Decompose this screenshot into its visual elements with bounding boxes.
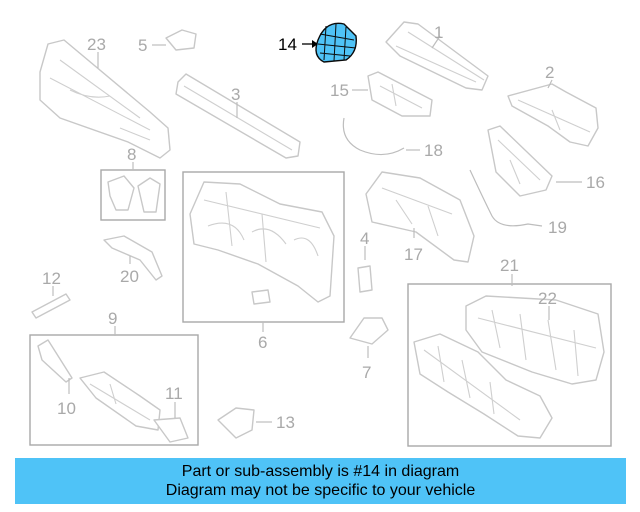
part-18: 18 bbox=[342, 117, 443, 160]
info-banner: Part or sub-assembly is #14 in diagram D… bbox=[15, 458, 626, 504]
callout-2[interactable]: 2 bbox=[545, 63, 554, 82]
callout-13[interactable]: 13 bbox=[276, 413, 295, 432]
callout-6[interactable]: 6 bbox=[258, 333, 267, 352]
part-4: 4 bbox=[357, 229, 373, 293]
callout-19[interactable]: 19 bbox=[548, 218, 567, 237]
part-11: 11 bbox=[165, 384, 183, 418]
part-20: 20 bbox=[103, 235, 163, 286]
part-1: 1 bbox=[385, 21, 489, 91]
callout-18[interactable]: 18 bbox=[424, 141, 443, 160]
callout-4[interactable]: 4 bbox=[360, 229, 369, 248]
part-23: 23 bbox=[39, 35, 171, 159]
callout-11[interactable]: 11 bbox=[165, 384, 183, 403]
part-16: 16 bbox=[487, 125, 605, 197]
part-21: 21 bbox=[407, 256, 612, 447]
part-22: 22 bbox=[538, 289, 557, 320]
part-6: 6 bbox=[182, 171, 345, 352]
callout-5[interactable]: 5 bbox=[138, 36, 147, 55]
callout-17[interactable]: 17 bbox=[404, 245, 423, 264]
callout-10[interactable]: 10 bbox=[57, 399, 76, 418]
callout-8[interactable]: 8 bbox=[127, 145, 136, 164]
part-10: 10 bbox=[57, 378, 76, 418]
part-7: 7 bbox=[349, 317, 389, 382]
part-17: 17 bbox=[365, 171, 475, 264]
part-12: 12 bbox=[31, 269, 71, 319]
part-2: 2 bbox=[507, 63, 599, 147]
part-5: 5 bbox=[138, 29, 197, 55]
callout-16[interactable]: 16 bbox=[586, 173, 605, 192]
callout-7[interactable]: 7 bbox=[362, 363, 371, 382]
callout-23[interactable]: 23 bbox=[87, 35, 106, 54]
banner-line-2: Diagram may not be specific to your vehi… bbox=[165, 482, 476, 499]
callout-12[interactable]: 12 bbox=[42, 269, 61, 288]
callout-3[interactable]: 3 bbox=[231, 85, 240, 104]
callout-21[interactable]: 21 bbox=[500, 256, 519, 275]
callout-9[interactable]: 9 bbox=[108, 309, 117, 328]
part-3: 3 bbox=[175, 73, 301, 159]
part-19: 19 bbox=[469, 169, 567, 237]
banner-line-1: Part or sub-assembly is #14 in diagram bbox=[181, 463, 460, 480]
callout-20[interactable]: 20 bbox=[120, 267, 139, 286]
part-15: 15 bbox=[330, 71, 433, 117]
callout-1[interactable]: 1 bbox=[434, 23, 443, 42]
callout-14[interactable]: 14 bbox=[278, 35, 297, 54]
part-9: 9 bbox=[29, 309, 199, 446]
callout-15[interactable]: 15 bbox=[330, 81, 349, 100]
callout-22[interactable]: 22 bbox=[538, 289, 557, 308]
part-8: 8 bbox=[100, 145, 166, 221]
part-14[interactable]: 14 bbox=[278, 22, 357, 63]
part-13: 13 bbox=[217, 407, 295, 439]
